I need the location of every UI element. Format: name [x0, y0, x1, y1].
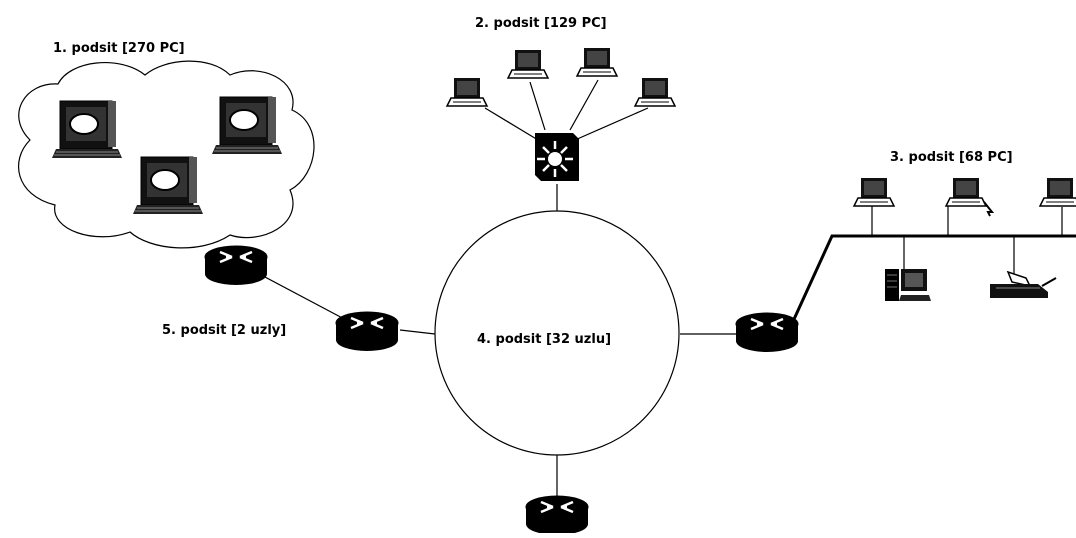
- router-icon: [203, 244, 269, 287]
- subnet-5-label: 5. podsit [2 uzly]: [162, 323, 286, 338]
- laptop-icon: [634, 77, 676, 107]
- crt-monitor-icon: [51, 100, 123, 159]
- bus-line: [788, 234, 1076, 329]
- laptop-icon: [576, 47, 618, 77]
- router-icon: [334, 310, 400, 353]
- subnet-3-label: 3. podsit [68 PC]: [890, 150, 1013, 165]
- subnet-4-label: 4. podsit [32 uzlu]: [477, 332, 611, 347]
- router-icon: [734, 311, 800, 354]
- router-icon: [524, 494, 590, 537]
- cursor-icon: [983, 201, 995, 217]
- ring-network: [434, 210, 680, 456]
- laptop-icon: [446, 77, 488, 107]
- laptop-icon: [853, 177, 895, 207]
- laptop-icon: [1039, 177, 1076, 207]
- subnet-2-label: 2. podsit [129 PC]: [475, 16, 607, 31]
- tower-pc-icon: [885, 269, 931, 301]
- crt-monitor-icon: [211, 96, 283, 155]
- crt-monitor-icon: [132, 156, 204, 215]
- switch-icon: [535, 133, 579, 181]
- laptop-icon: [945, 177, 987, 207]
- subnet-1-label: 1. podsit [270 PC]: [53, 41, 185, 56]
- laptop-icon: [507, 49, 549, 79]
- printer-icon: [990, 270, 1057, 298]
